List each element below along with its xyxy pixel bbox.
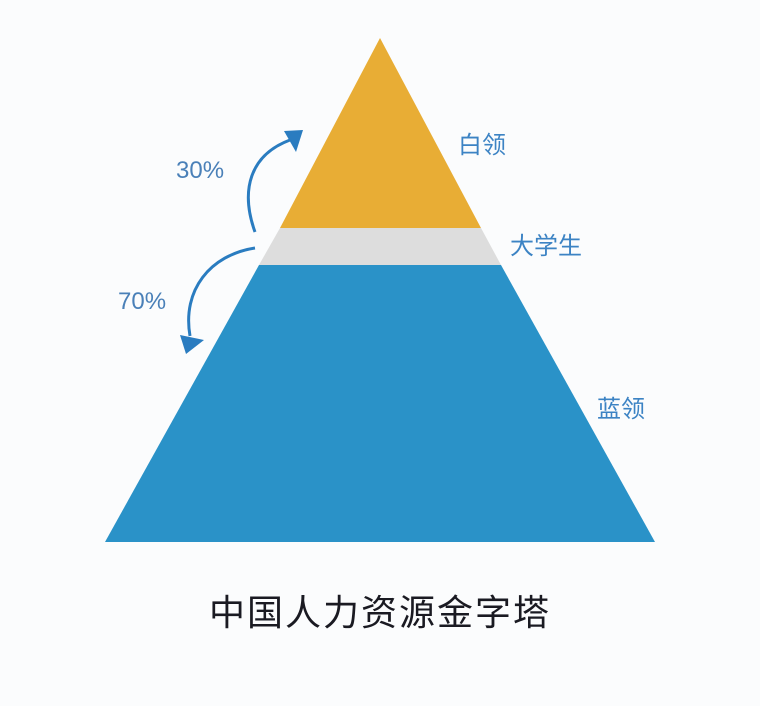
arrow-down-icon	[180, 246, 256, 354]
pyramid-layer-white-collar	[280, 38, 481, 228]
pyramid-layer-blue-collar	[105, 265, 655, 542]
arrow-up-icon	[247, 130, 303, 233]
flow-label-up: 30%	[176, 157, 225, 184]
layer-label-college-students: 大学生	[510, 232, 582, 260]
layer-label-white-collar: 白领	[458, 131, 506, 159]
pyramid-layer-college-students	[259, 228, 501, 265]
layer-label-blue-collar: 蓝领	[597, 395, 645, 423]
flow-label-down: 70%	[118, 288, 167, 315]
diagram-title: 中国人力资源金字塔	[208, 593, 551, 634]
